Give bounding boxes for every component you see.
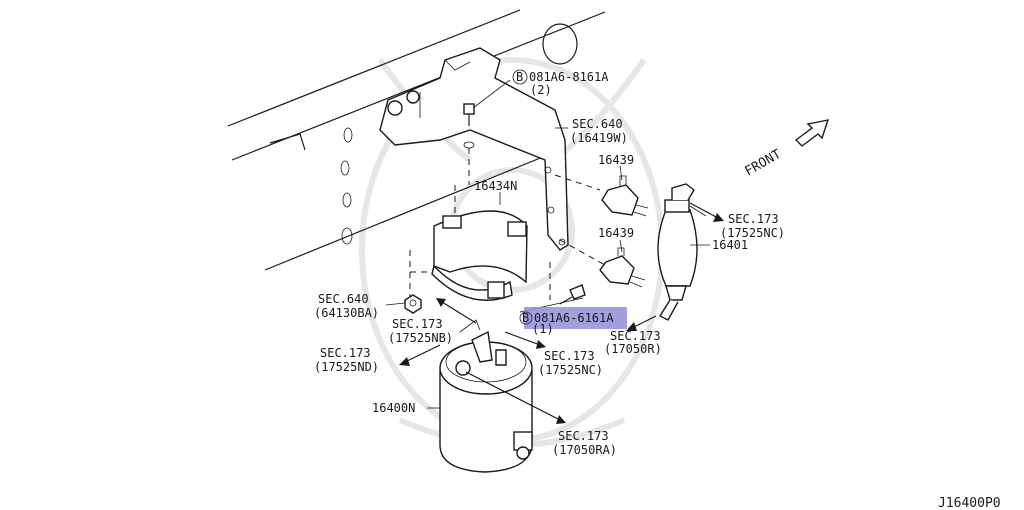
nut-64130ba [404,294,422,314]
label-sec173-17525nc-right: SEC.173 [728,212,779,226]
labels: B 081A6-8161A (2) SEC.640 (16419W) 16439… [314,69,1001,510]
fuel-filter-16400n [439,319,533,473]
label-sec173-17525nc-mid: SEC.173 [544,349,595,363]
label-bracket-16434n: 16434N [474,179,517,193]
label-bolt-top-part: 081A6-8161A [529,70,609,84]
label-clip-upper: 16439 [598,153,634,167]
clip-lower [599,247,646,288]
front-direction-indicator: FRONT [743,119,830,180]
label-sec173-17050ra: SEC.173 [558,429,609,443]
top-bolt [463,79,511,185]
label-sec173-17525nc-mid-ref: (17525NC) [538,363,603,377]
clamp-band-16434n [409,174,606,301]
diagram-code: J16400P0 [938,496,1001,510]
priming-pump-16401 [657,183,707,321]
label-bolt-top-qty: (2) [530,83,552,97]
bottom-bolt [559,284,586,305]
bolt-symbol-top: B [516,70,523,84]
label-filter-16400n: 16400N [372,401,415,415]
label-sec640-bracket-ref: (16419W) [570,131,628,145]
label-sec173-17525nd: SEC.173 [320,346,371,360]
bolt-symbol-bottom: B [522,311,529,325]
label-bolt-bottom-qty: (1) [532,322,554,336]
label-sec173-17050ra-ref: (17050RA) [552,443,617,457]
label-sec173-17525nb-ref: (17525NB) [388,331,453,345]
label-sec173-17525nb: SEC.173 [392,317,443,331]
label-bolt-bottom-part: 081A6-6161A [534,311,614,325]
label-sec173-17525nc-right-ref: (17525NC) [720,226,785,240]
highlight-box [524,307,627,329]
front-label: FRONT [743,147,785,180]
label-clip-lower: 16439 [598,226,634,240]
flow-arrows [399,202,724,424]
label-sec640-bracket: SEC.640 [572,117,623,131]
label-sec640-nut-ref: (64130BA) [314,306,379,320]
label-sec173-17050r: SEC.173 [610,329,661,343]
chassis-frame [227,9,606,271]
label-sec173-17525nd-ref: (17525ND) [314,360,379,374]
label-pump-16401: 16401 [712,238,748,252]
clip-upper [601,175,649,217]
mounting-bracket [379,47,569,251]
label-sec173-17050r-ref: (17050R) [604,342,662,356]
label-sec640-nut: SEC.640 [318,292,369,306]
